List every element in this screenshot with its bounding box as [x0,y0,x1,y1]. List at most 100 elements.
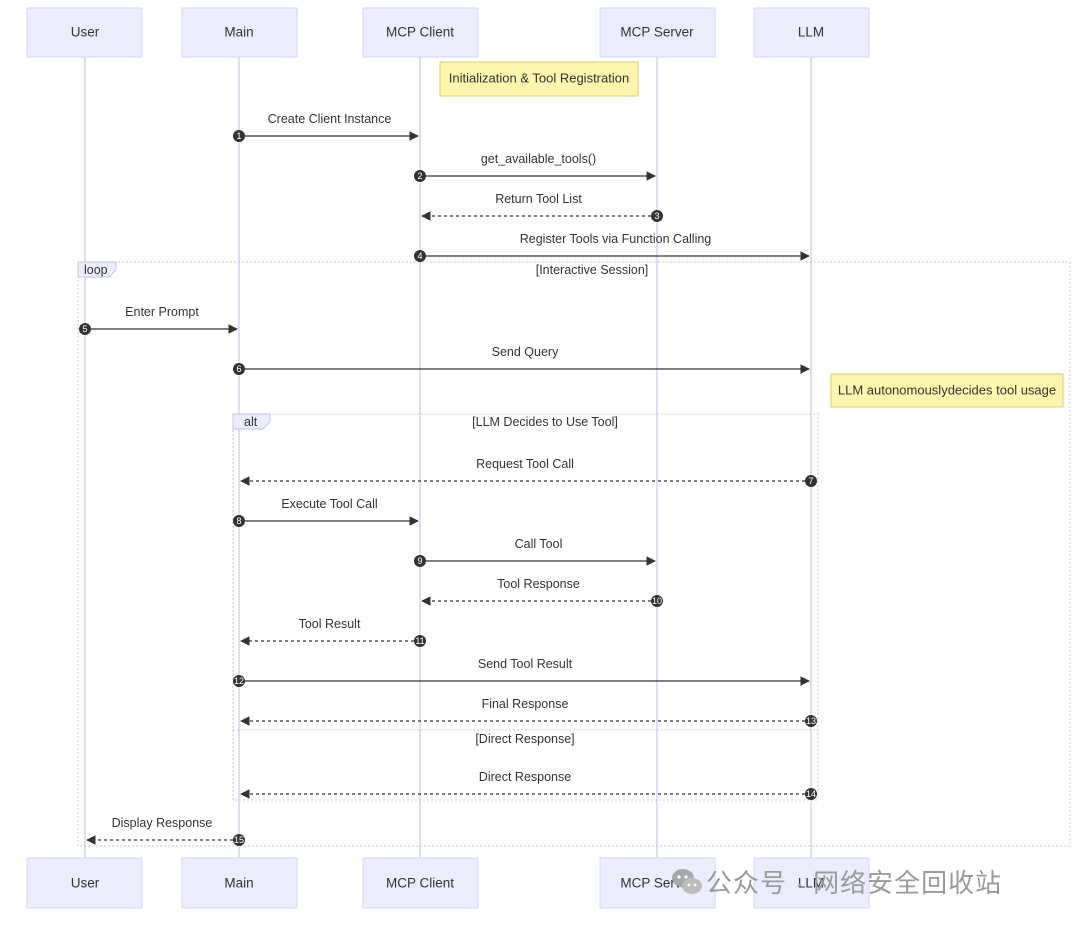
message-label: Request Tool Call [476,457,574,471]
messages: 1 Create Client Instance 2get_available_to… [79,112,817,846]
participant-main-top: Main [181,7,298,58]
message-3: 3 Return Tool List [421,192,663,222]
participant-mcp-client-bottom: MCP Client [362,857,479,909]
participant-label: Main [224,25,253,40]
message-label: Send Query [492,345,559,359]
lifelines [84,57,812,858]
sequence-number-badge [79,323,91,335]
loop-frame-tab [77,261,117,278]
message-6: 6 Send Query [233,345,810,375]
sequence-number-badge [414,250,426,262]
watermark-text: 公众号 · 网络安全回收站 [706,868,1002,898]
alt-frame-label: alt [244,415,258,429]
sequence-number-badge [233,363,245,375]
alt-frame-tab [232,413,271,430]
participant-label: LLM [798,876,824,891]
participant-mcp-server-top: MCP Server [599,7,716,58]
participant-box [181,7,298,58]
participant-box [753,7,870,58]
participant-llm-bottom: LLM [753,857,870,909]
sequence-number: 5 [82,324,87,334]
message-13: 13 Final Response [240,697,817,727]
note-initialization-text: Initialization & Tool Registration [449,70,629,85]
participant-label: User [71,876,100,891]
message-label: Display Response [112,816,213,830]
alt-frame: alt [LLM Decides to Use Tool] [Direct Re… [232,413,819,801]
notes: Initialization & Tool Registration LLM a… [439,61,1064,408]
loop-frame-label: loop [84,263,108,277]
sequence-number-badge [805,475,817,487]
message-label: Final Response [482,697,569,711]
loop-frame: loop [Interactive Session] [77,261,1071,847]
participant-user-top: User [26,7,143,58]
sequence-number: 4 [417,251,422,261]
participant-box [26,857,143,909]
participant-label: LLM [798,25,824,40]
sequence-number: 8 [236,516,241,526]
sequence-number: 13 [806,716,816,726]
sequence-number-badge [805,788,817,800]
note-llm-decides-box [830,373,1064,408]
wechat-icon [672,869,702,894]
sequence-number: 10 [652,596,662,606]
participants-top: User Main MCP Client MCP Server LLM [26,7,870,58]
sequence-number-badge [805,715,817,727]
sequence-number: 14 [806,789,816,799]
sequence-number: 1 [236,131,241,141]
message-label: Create Client Instance [268,112,392,126]
message-label: Return Tool List [495,192,582,206]
loop-frame-border [77,261,1071,847]
message-9: 9 Call Tool [414,537,656,567]
sequence-number-badge [233,515,245,527]
participant-label: Main [224,876,253,891]
message-1: 1 Create Client Instance [233,112,419,142]
sequence-number-badge [414,555,426,567]
sequence-number-badge [414,170,426,182]
message-label: Execute Tool Call [281,497,377,511]
message-4: 4 Register Tools via Function Calling [414,232,810,262]
message-label: Call Tool [515,537,563,551]
message-14: 14 Direct Response [240,770,817,800]
sequence-number: 7 [808,476,813,486]
participant-box [362,857,479,909]
participant-label: MCP Server [620,25,694,40]
message-label: Send Tool Result [478,657,573,671]
sequence-number: 6 [236,364,241,374]
sequence-number-badge [651,595,663,607]
sequence-number: 11 [415,636,424,646]
message-label: Tool Response [497,577,580,591]
participants-bottom: User Main MCP Client MCP Server LLM [26,857,870,909]
participant-label: MCP Client [386,25,454,40]
loop-frame-condition: [Interactive Session] [536,263,649,277]
message-11: 11 Tool Result [240,617,426,647]
watermark: 公众号 · 网络安全回收站 [672,868,1002,898]
alt-frame-condition: [LLM Decides to Use Tool] [472,415,618,429]
message-10: 10 Tool Response [421,577,663,607]
message-8: 8 Execute Tool Call [233,497,419,527]
note-llm-decides-text: LLM autonomouslydecides tool usage [838,382,1056,397]
message-label: get_available_tools() [481,152,596,166]
participant-box [753,857,870,909]
message-label: Register Tools via Function Calling [520,232,712,246]
participant-box [181,857,298,909]
sequence-number: 9 [417,556,422,566]
message-label: Direct Response [479,770,571,784]
message-label: Tool Result [299,617,361,631]
message-15: 15 Display Response [86,816,245,846]
alt-frame-border [232,413,819,801]
sequence-number-badge [651,210,663,222]
participant-mcp-client-top: MCP Client [362,7,479,58]
participant-llm-top: LLM [753,7,870,58]
sequence-number: 3 [654,211,659,221]
note-llm-decides: LLM autonomouslydecides tool usage [830,373,1064,408]
sequence-number-badge [233,675,245,687]
frames: loop [Interactive Session] alt [LLM Deci… [77,261,1071,847]
sequence-number: 15 [234,835,244,845]
participant-box [362,7,479,58]
note-initialization: Initialization & Tool Registration [439,61,639,97]
participant-box [599,7,716,58]
